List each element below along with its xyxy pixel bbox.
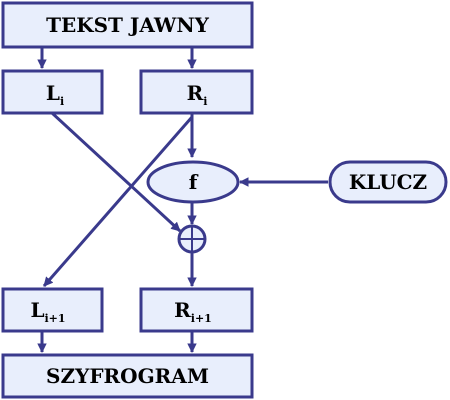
left-output-box: Li+1 — [1, 287, 104, 333]
left-output-label: L — [30, 298, 44, 322]
function-label: f — [189, 170, 199, 194]
xor-icon — [177, 224, 207, 254]
right-input-subscript: i — [203, 95, 207, 108]
ciphertext-label: SZYFROGRAM — [46, 364, 209, 388]
left-output-subscript: i+1 — [45, 312, 66, 325]
right-output-subscript: i+1 — [191, 312, 212, 325]
right-input-box: Ri — [139, 69, 254, 115]
arrow-right-to-left-output — [42, 116, 194, 287]
svg-text:Ri+1: Ri+1 — [174, 298, 212, 325]
arrow-left-to-xor — [50, 111, 182, 233]
plaintext-label: TEKST JAWNY — [46, 13, 210, 37]
right-output-label: R — [174, 298, 191, 322]
left-input-box: Li — [1, 69, 104, 115]
function-node: f — [146, 160, 240, 204]
ciphertext-box: SZYFROGRAM — [1, 353, 254, 399]
plaintext-box: TEKST JAWNY — [1, 1, 254, 49]
key-label: KLUCZ — [349, 170, 427, 194]
svg-text:Li+1: Li+1 — [30, 298, 65, 325]
svg-text:Li: Li — [46, 81, 64, 108]
right-output-box: Ri+1 — [139, 287, 254, 333]
right-input-label: R — [187, 81, 204, 105]
key-node: KLUCZ — [328, 160, 448, 204]
svg-text:Ri: Ri — [187, 81, 208, 108]
left-input-label: L — [46, 81, 60, 105]
left-input-subscript: i — [60, 95, 64, 108]
